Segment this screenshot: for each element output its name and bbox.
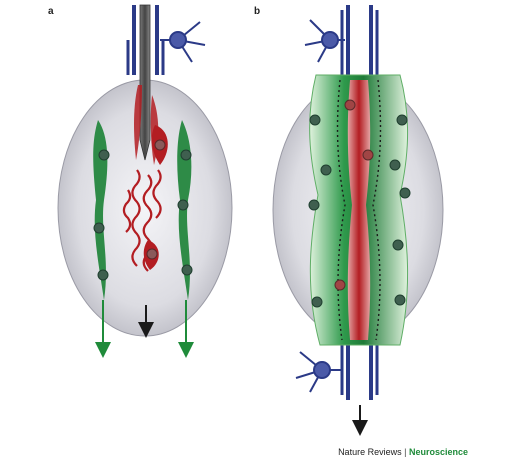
neuron-icon-b-top <box>304 19 345 63</box>
electrode-shaft <box>139 4 151 161</box>
red-cell <box>134 85 142 160</box>
glia-right-a <box>177 120 194 358</box>
axon-tract-b-top <box>340 5 379 80</box>
axon-tract-a <box>126 5 165 75</box>
panel-label-a: a <box>48 6 54 17</box>
panel-label-b: b <box>254 6 261 17</box>
dotted-boundary <box>336 79 382 341</box>
red-core <box>347 80 371 340</box>
red-cell-nucleated <box>151 125 168 165</box>
panel-b <box>272 5 444 436</box>
glia-left-a <box>93 120 111 358</box>
neuron-icon-b-bottom <box>295 351 342 393</box>
red-cell-nucleated <box>143 240 159 270</box>
journal-credit: Nature Reviews | Neuroscience <box>338 447 468 457</box>
journal-section: Neuroscience <box>408 447 468 457</box>
panel-a <box>57 4 233 358</box>
axon-tract-b-bottom <box>340 340 379 400</box>
neuron-icon-a <box>160 21 206 63</box>
journal-name: Nature Reviews <box>338 447 402 457</box>
nuclei-b <box>308 99 411 308</box>
credit-separator: | <box>404 447 407 457</box>
